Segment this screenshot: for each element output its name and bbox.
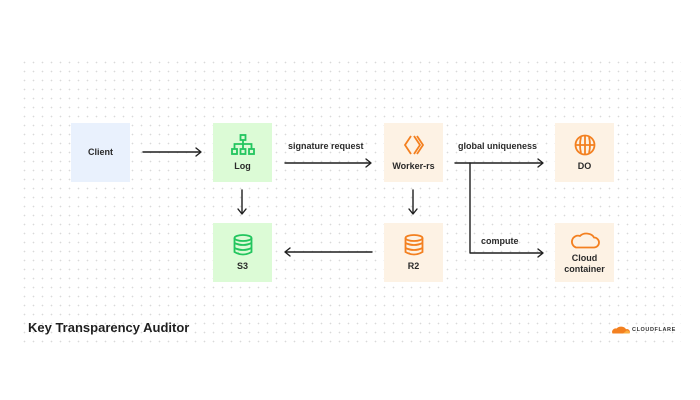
edge-client-log bbox=[142, 147, 202, 157]
node-label-line1: Cloud bbox=[571, 252, 598, 263]
brand-wordmark: CLOUDFLARE bbox=[632, 326, 676, 333]
node-label: DO bbox=[577, 160, 592, 171]
globe-icon bbox=[574, 134, 595, 155]
edge-log-s3 bbox=[237, 189, 247, 215]
node-label: Client bbox=[87, 147, 113, 157]
cloud-icon bbox=[570, 232, 600, 248]
edge-worker-r2 bbox=[408, 189, 418, 215]
node-label-line2: container bbox=[564, 263, 605, 274]
node-log[interactable]: Log bbox=[213, 123, 272, 182]
node-label: Worker-rs bbox=[392, 160, 435, 171]
node-worker-rs[interactable]: Worker-rs bbox=[384, 123, 443, 182]
node-label: Log bbox=[234, 160, 251, 171]
edge-label-signature-request: signature request bbox=[288, 141, 364, 151]
node-label: S3 bbox=[236, 260, 248, 271]
edge-log-worker bbox=[284, 158, 372, 168]
edge-worker-do bbox=[454, 158, 544, 168]
node-do[interactable]: DO bbox=[555, 123, 614, 182]
edge-r2-s3 bbox=[284, 247, 373, 257]
workers-chevron-icon bbox=[403, 135, 424, 154]
edge-label-global-uniqueness: global uniqueness bbox=[458, 141, 538, 151]
node-s3[interactable]: S3 bbox=[213, 223, 272, 282]
node-cloud-container[interactable]: Cloud container bbox=[555, 223, 614, 282]
node-client[interactable]: Client bbox=[71, 123, 130, 182]
cloudflare-cloud-icon bbox=[612, 326, 630, 334]
diagram-canvas bbox=[17, 55, 681, 345]
hierarchy-icon bbox=[230, 133, 255, 155]
cloudflare-logo: CLOUDFLARE bbox=[612, 325, 676, 334]
database-icon bbox=[233, 233, 252, 255]
edge-label-compute: compute bbox=[481, 236, 519, 246]
node-label: R2 bbox=[407, 260, 420, 271]
node-r2[interactable]: R2 bbox=[384, 223, 443, 282]
diagram-title: Key Transparency Auditor bbox=[28, 320, 190, 335]
edge-worker-container bbox=[469, 162, 544, 258]
database-icon bbox=[404, 233, 423, 255]
